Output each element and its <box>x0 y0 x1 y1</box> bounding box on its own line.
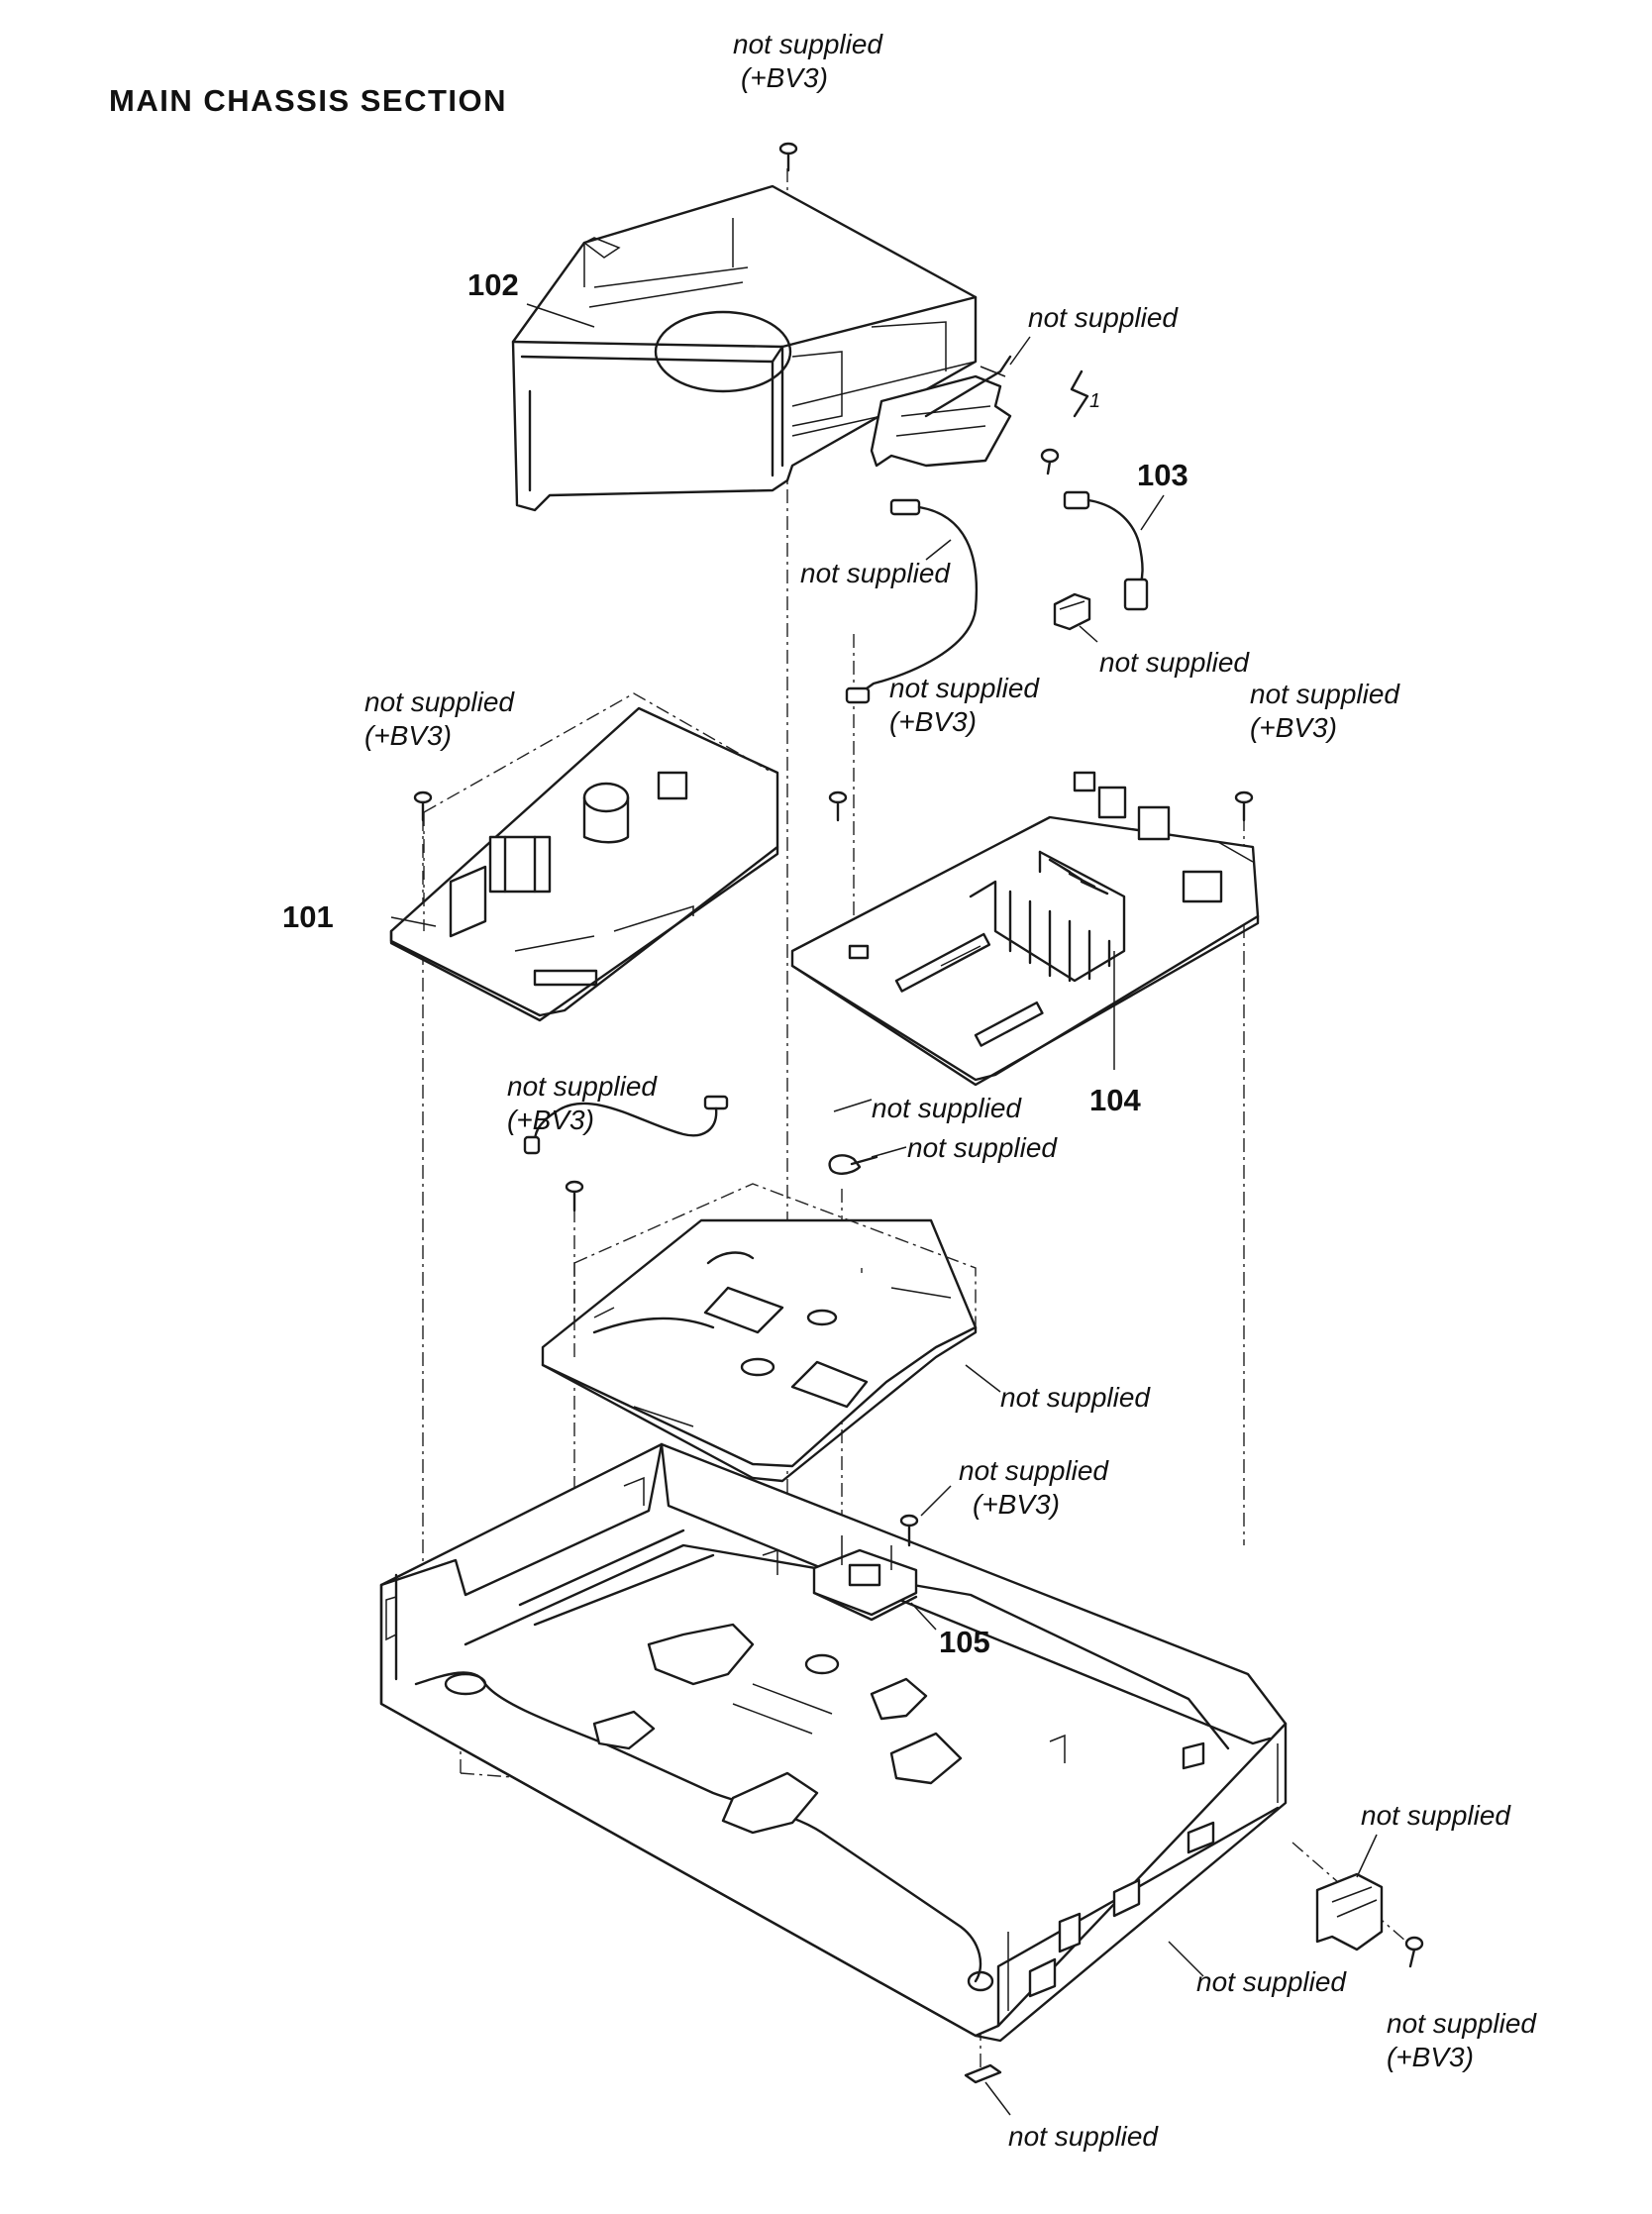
callout-plate-bracket: not supplied <box>1000 1382 1151 1413</box>
part-101-power-board <box>389 692 779 1022</box>
callout-harness-mid: not supplied <box>872 1093 1022 1123</box>
screw-101-icon <box>413 791 433 822</box>
callout-connector-block: not supplied <box>1099 647 1250 678</box>
screw-top-icon <box>778 142 798 172</box>
screw-right-icon <box>1234 791 1254 822</box>
chassis-foot <box>964 2063 1002 2084</box>
side-bracket <box>1315 1872 1384 1951</box>
part-label-102: 102 <box>467 267 519 302</box>
callout-screw-right: not supplied (+BV3) <box>1250 679 1400 743</box>
part-label-101: 101 <box>282 899 334 934</box>
bottom-chassis <box>379 1442 1288 2043</box>
screw-105-icon <box>899 1514 919 1547</box>
harness-mid <box>523 1095 729 1155</box>
callout-foot: not supplied <box>1008 2121 1159 2152</box>
clip-mid <box>828 1154 878 1175</box>
part-105-bracket <box>812 1535 918 1622</box>
flat-cable-top <box>845 498 979 704</box>
ground-mark-number: 1 <box>1089 390 1101 412</box>
part-label-105: 105 <box>939 1625 990 1659</box>
part-103-cable <box>1063 490 1149 611</box>
part-label-103: 103 <box>1137 458 1188 492</box>
bracket-102 <box>870 355 1012 468</box>
shield-plate <box>541 1183 978 1483</box>
callout-chassis: not supplied <box>1196 1966 1347 1997</box>
callout-screw-105: not supplied (+BV3) <box>959 1455 1109 1520</box>
section-title: MAIN CHASSIS SECTION <box>109 83 508 118</box>
callout-screw-plate: not supplied (+BV3) <box>507 1071 658 1135</box>
callout-clip-mid: not supplied <box>907 1132 1058 1163</box>
screw-ground-icon <box>1040 448 1060 475</box>
screw-104-icon <box>828 791 848 822</box>
screw-side-icon <box>1404 1936 1424 1968</box>
callout-top-screw: not supplied (+BV3) <box>733 29 883 93</box>
screw-icons <box>413 142 1424 1968</box>
part-104-main-board <box>790 771 1260 1087</box>
callout-side-bracket: not supplied <box>1361 1800 1511 1831</box>
leader-lines <box>390 303 1378 2116</box>
callout-side-screw: not supplied (+BV3) <box>1387 2008 1537 2072</box>
callout-bracket-102: not supplied <box>1028 302 1179 333</box>
callout-flat-cable: not supplied <box>800 558 951 588</box>
screw-plate-icon <box>565 1180 584 1212</box>
callout-screw-104: not supplied (+BV3) <box>889 673 1040 737</box>
part-label-104: 104 <box>1089 1083 1141 1117</box>
part-102-drive-unit <box>511 184 978 512</box>
connector-block <box>1053 592 1091 631</box>
callout-screw-101: not supplied (+BV3) <box>364 686 515 751</box>
ground-symbol-icon <box>1070 369 1089 418</box>
